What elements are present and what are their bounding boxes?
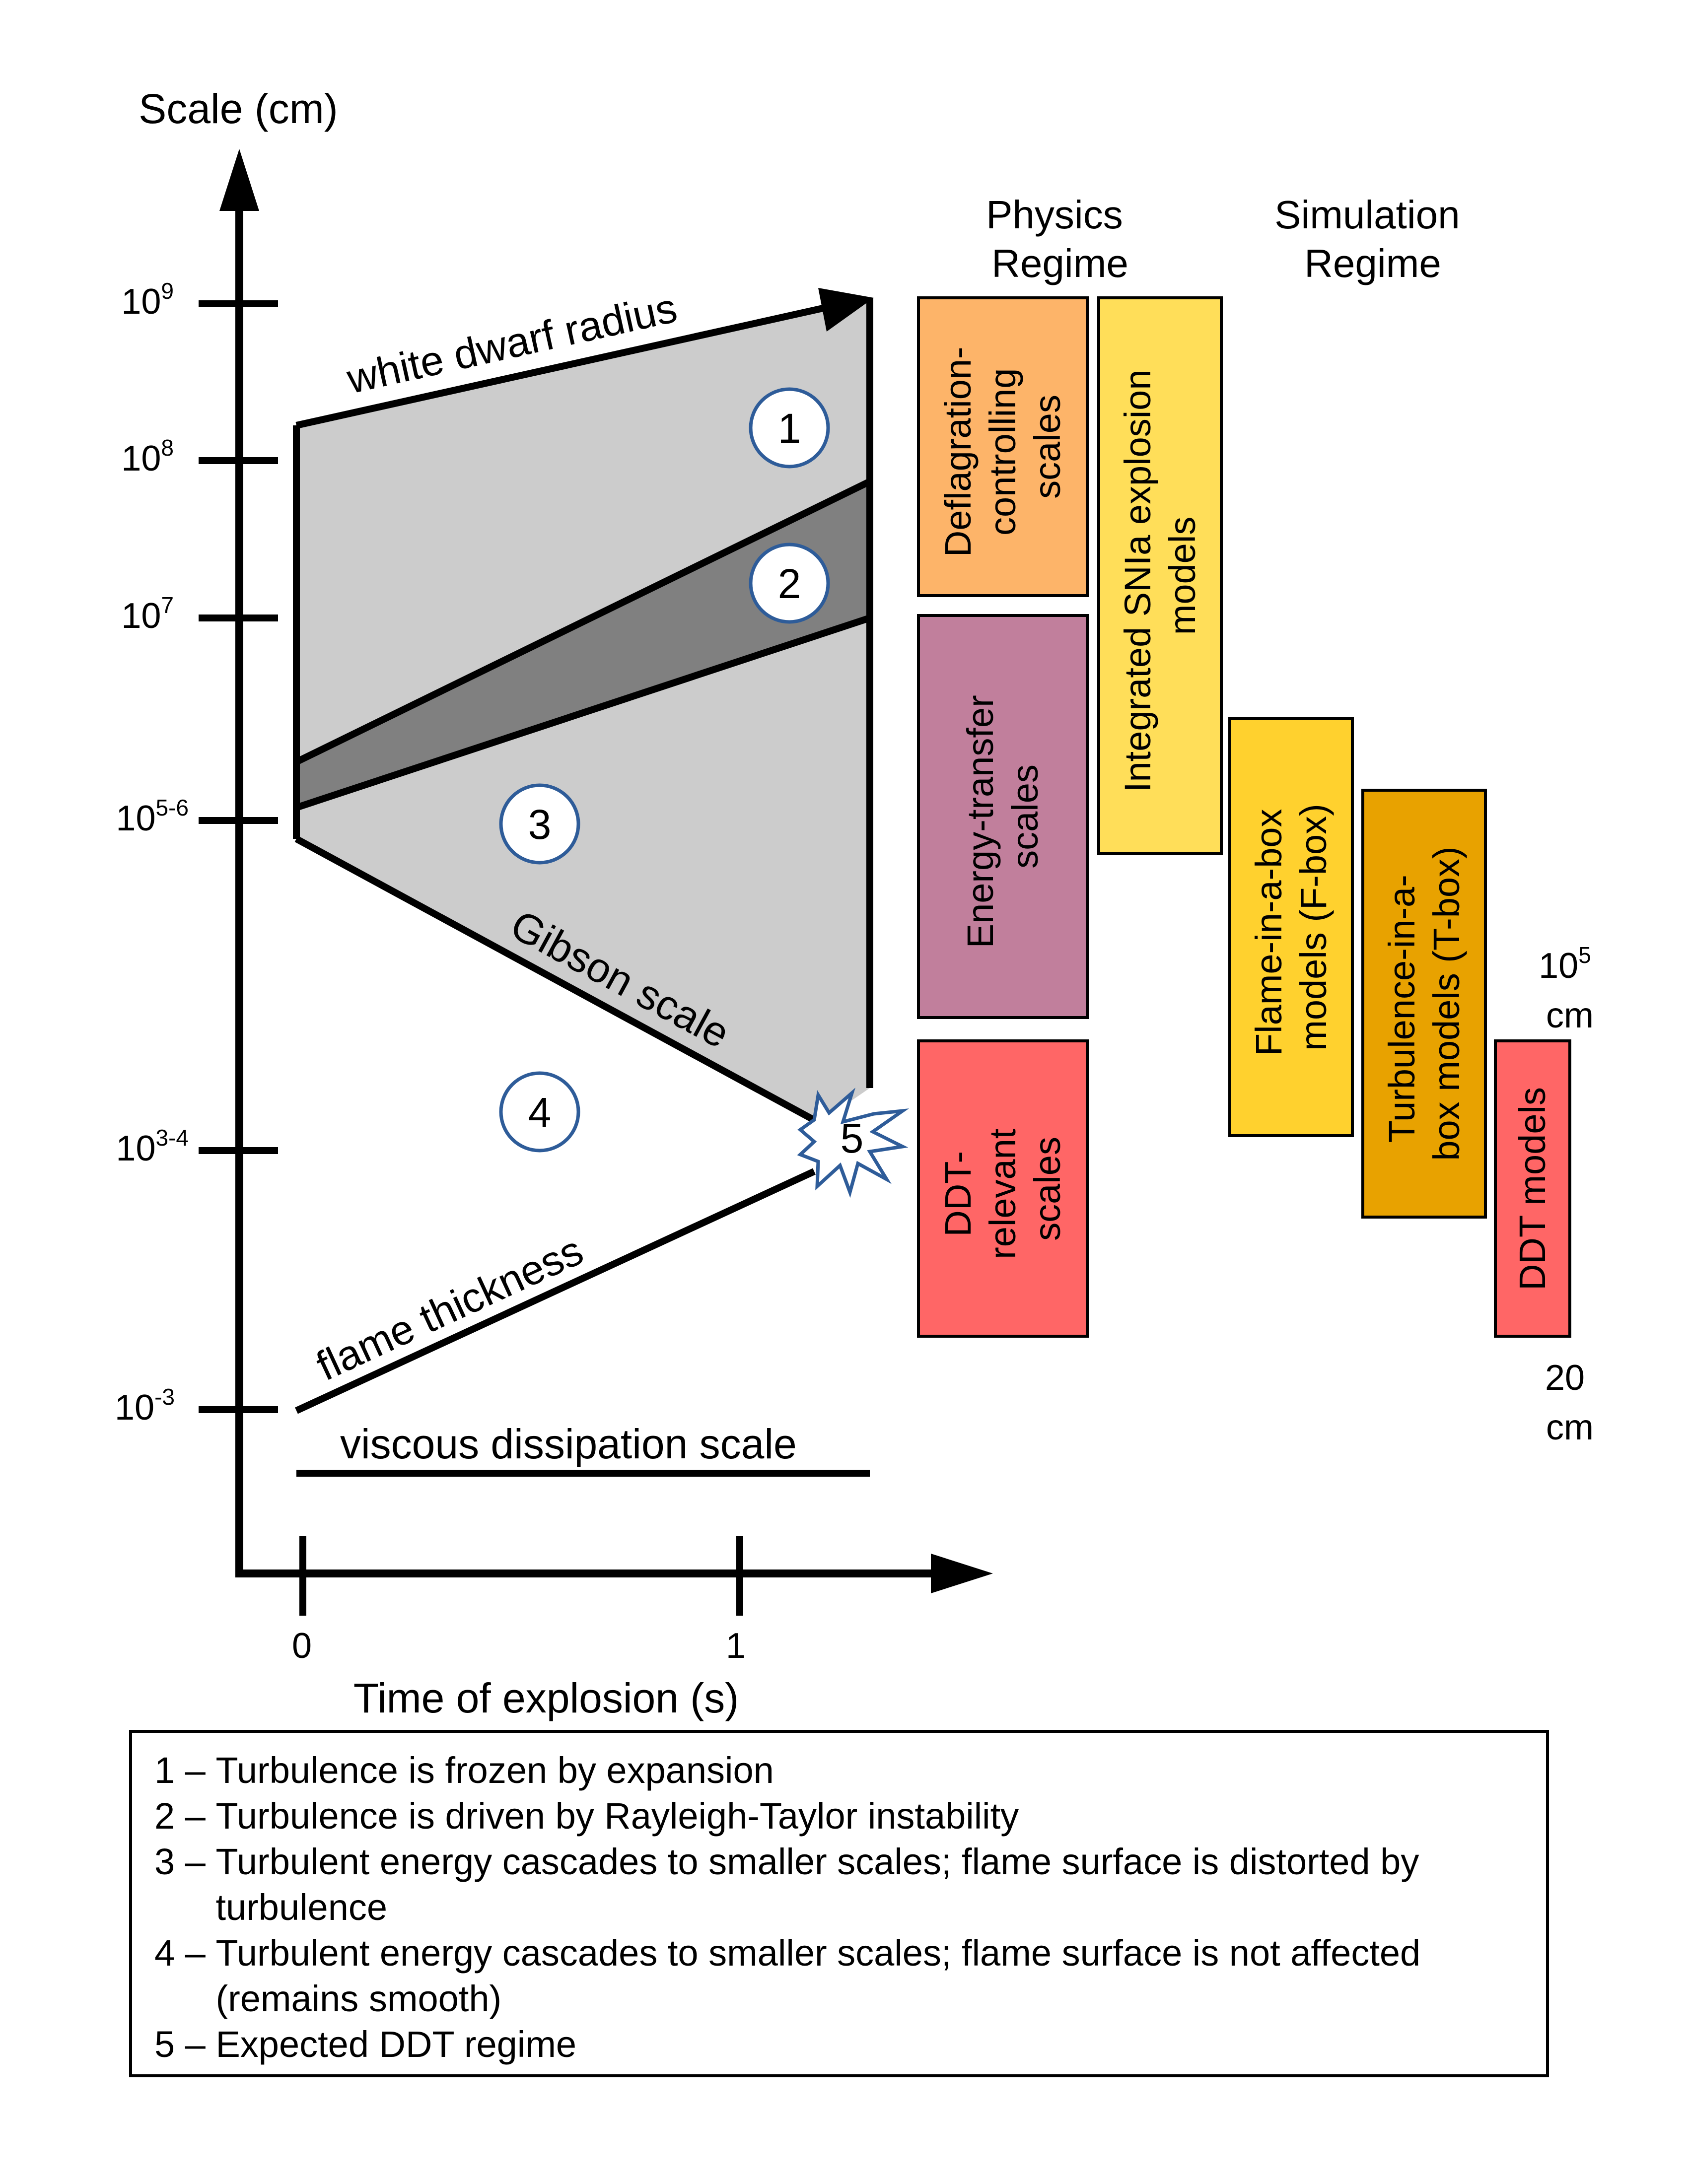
box-label: DDT- relevant scales — [937, 1118, 1068, 1259]
box-rect — [1361, 789, 1487, 1219]
box-label: Turbulence-in-a- box models (T-box) — [1381, 846, 1467, 1160]
viscous-dissipation-label: viscous dissipation scale — [340, 1421, 797, 1467]
white-dwarf-arrow-icon — [818, 288, 874, 332]
box-rect — [917, 296, 1089, 597]
box-label: Energy-transfer scales — [960, 685, 1046, 949]
region-4-number: 4 — [528, 1089, 552, 1136]
region-4-marker: 4 — [499, 1071, 580, 1153]
box-rect — [917, 1039, 1089, 1338]
y-tick-label: 10-3 — [115, 1384, 175, 1428]
box-rect — [917, 614, 1089, 1019]
region-2-circle-icon — [749, 543, 830, 624]
physics-box-deflagration: Deflagration- controlling scales — [917, 296, 1089, 597]
x-tick-label: 1 — [726, 1626, 746, 1666]
legend-item: 5 – Expected DDT regime — [154, 2022, 1526, 2067]
legend-number: 5 – — [154, 2024, 216, 2065]
region-3-number: 3 — [528, 801, 552, 848]
x-axis-title: Time of explosion (s) — [353, 1675, 739, 1721]
box-rect — [1494, 1039, 1571, 1338]
region-5-marker: 5 — [797, 1088, 910, 1198]
box-label: DDT models — [1512, 1087, 1553, 1291]
physics-regime-header: Physics Regime — [986, 193, 1134, 285]
physics-box-energy-transfer: Energy-transfer scales — [917, 614, 1089, 1019]
legend-number: 4 – — [154, 1932, 216, 1974]
sim-box-turbulence-in-a-box: Turbulence-in-a- box models (T-box) — [1361, 789, 1487, 1219]
region-1-number: 1 — [778, 405, 801, 452]
flame-thickness-line — [295, 1168, 816, 1414]
legend-text: Turbulence is driven by Rayleigh-Taylor … — [215, 1795, 1019, 1837]
region-3-marker: 3 — [499, 783, 580, 865]
y-axis-title: Scale (cm) — [139, 85, 338, 132]
white-dwarf-radius-line — [295, 304, 826, 429]
legend-text: Turbulent energy cascades to smaller sca… — [215, 1932, 1421, 2019]
box-rect — [1228, 717, 1354, 1137]
legend-item: 2 – Turbulence is driven by Rayleigh-Tay… — [154, 1793, 1526, 1839]
simulation-regime-header: Simulation Regime — [1274, 193, 1471, 285]
region-3-circle-icon — [499, 783, 580, 865]
y-tick-label: 109 — [121, 278, 174, 322]
legend-item: 4 – Turbulent energy cascades to smaller… — [154, 1930, 1526, 2022]
y-axis-arrow-icon — [219, 149, 259, 211]
y-tick-label: 103-4 — [116, 1125, 189, 1168]
legend-number: 1 – — [154, 1750, 216, 1791]
gibson-scale-line — [294, 835, 821, 1126]
box-label: Flame-in-a-box models (F-box) — [1248, 799, 1334, 1056]
y-ticks — [199, 300, 278, 1413]
region-1-marker: 1 — [749, 387, 830, 469]
region-2-number: 2 — [778, 560, 801, 607]
legend-number: 3 – — [154, 1841, 216, 1882]
region-5-number: 5 — [841, 1115, 864, 1161]
x-tick-label: 0 — [292, 1626, 312, 1666]
range-top-label: 105 cm — [1539, 931, 1601, 1035]
sim-box-integrated-snia: Integrated SNIa explosion models — [1097, 296, 1223, 855]
legend-text: Turbulent energy cascades to smaller sca… — [215, 1841, 1419, 1928]
physics-box-ddt-relevant: DDT- relevant scales — [917, 1039, 1089, 1338]
flame-thickness-label: flame thickness — [309, 1227, 590, 1389]
legend-box: 1 – Turbulence is frozen by expansion 2 … — [129, 1730, 1549, 2077]
legend-text: Expected DDT regime — [215, 2024, 577, 2065]
sim-box-flame-in-a-box: Flame-in-a-box models (F-box) — [1228, 717, 1354, 1137]
y-tick-label: 108 — [121, 435, 174, 478]
legend-text: Turbulence is frozen by expansion — [215, 1750, 774, 1791]
box-label: Deflagration- controlling scales — [937, 337, 1068, 557]
region-1-circle-icon — [749, 387, 830, 469]
legend-item: 3 – Turbulent energy cascades to smaller… — [154, 1839, 1526, 1930]
legend-item: 1 – Turbulence is frozen by expansion — [154, 1748, 1526, 1793]
legend-number: 2 – — [154, 1795, 216, 1837]
x-axis-arrow-icon — [931, 1554, 993, 1593]
sim-box-ddt-models: DDT models — [1494, 1039, 1571, 1338]
region-2-marker: 2 — [749, 543, 830, 624]
box-rect — [1097, 296, 1223, 855]
y-tick-label: 107 — [121, 592, 174, 636]
range-bottom-label: 20 cm — [1545, 1358, 1595, 1447]
y-tick-label: 105-6 — [116, 795, 189, 838]
region-4-circle-icon — [499, 1071, 580, 1153]
box-label: Integrated SNIa explosion models — [1117, 359, 1203, 792]
starburst-icon — [797, 1088, 910, 1198]
